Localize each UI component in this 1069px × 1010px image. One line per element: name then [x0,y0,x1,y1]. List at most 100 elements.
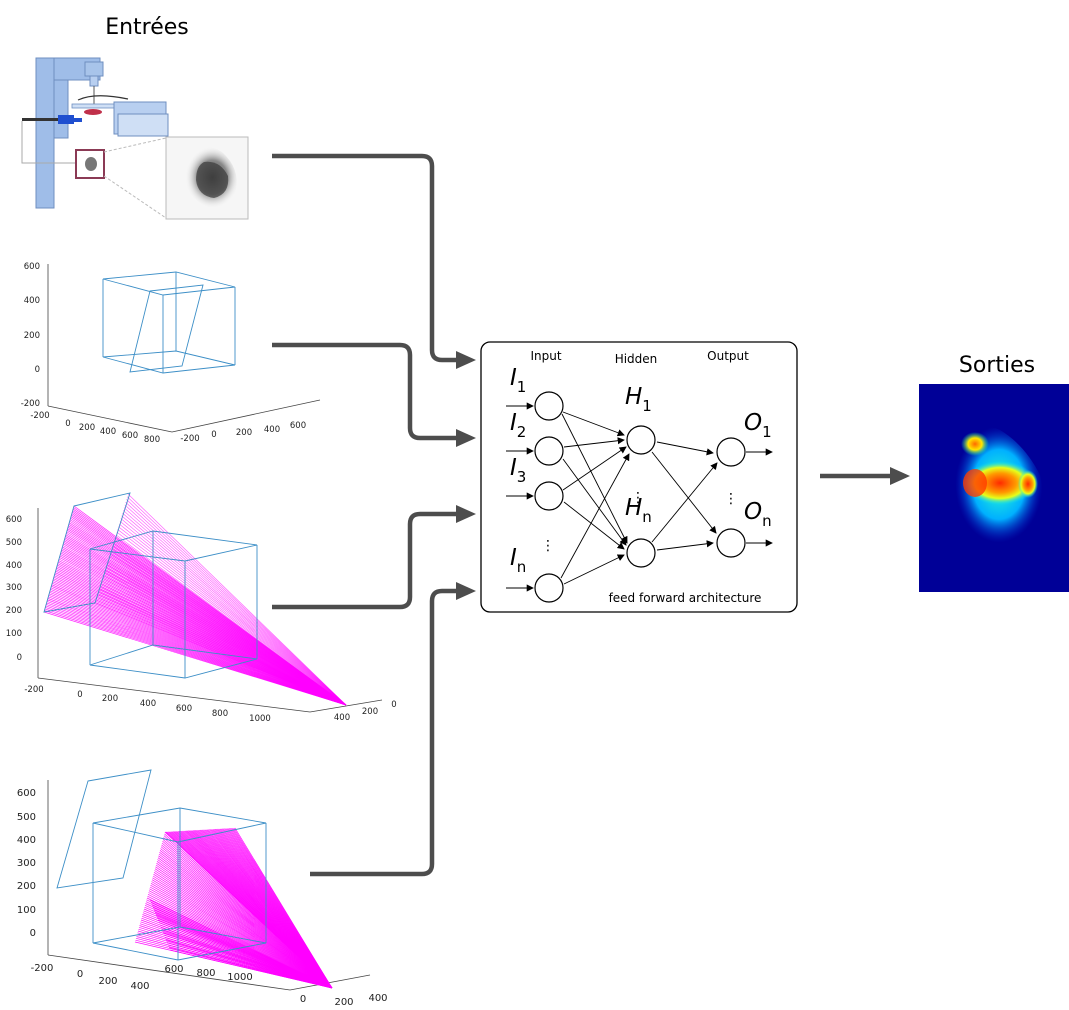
plot1-ztick-200: 200 [24,331,40,341]
ray-line [166,942,333,989]
plot2-xtick-0: 0 [77,690,82,700]
ray-line [103,578,347,706]
plot1-xtick-m200: -200 [30,411,49,421]
plot2-ytick-0: 0 [391,700,396,710]
plot2-ztick-100: 100 [6,629,22,639]
ray-line [164,937,333,989]
input-node-n [534,573,564,603]
ray-line [112,545,347,706]
hidden-node-1 [626,425,656,455]
label-input-n: In [510,545,526,576]
plot3-ytick-200: 200 [334,997,353,1008]
ray-line [111,548,347,706]
label-hidden-n: Hn [625,495,652,526]
connector-arrows [272,153,892,877]
plot-projection-1: 600 500 400 300 200 100 0 -200 0 200 400… [6,492,397,724]
plot-cube-plane: 600 400 200 0 -200 -200 0 200 400 600 80… [21,262,321,445]
ray-line [107,564,347,706]
plot2-ztick-0: 0 [17,653,22,663]
plot3-ztick-m200: -200 [31,963,54,974]
plot2-xtick-800: 800 [212,709,228,719]
plot3-ztick-0: 0 [30,928,36,939]
ray-line [104,572,347,706]
plot3-xtick-400: 400 [130,981,149,992]
column-label-input: Input [530,349,561,363]
plot1-ytick-400: 400 [264,425,280,435]
plot3-ztick-100: 100 [17,905,36,916]
plot1-ytick-0: 0 [211,430,216,440]
hidden-node-n [626,538,656,568]
plot3-ytick-400: 400 [368,993,387,1004]
ray-line [124,504,347,706]
ray-line [105,569,347,706]
plot1-xtick-400: 400 [100,427,116,437]
ray-line [123,507,347,706]
label-hidden-1: H1 [625,384,652,415]
architecture-caption: feed forward architecture [609,591,762,605]
ray-line [168,947,333,989]
plot2-ztick-200: 200 [6,606,22,616]
arrow-input-1 [272,153,458,363]
plot3-xtick-1000: 1000 [227,972,252,983]
plot3-xtick-200: 200 [98,976,117,987]
plot3-ztick-200: 200 [17,881,36,892]
column-label-hidden: Hidden [615,352,658,366]
imaging-device-illustration [21,57,249,220]
neural-network-diagram: Input Hidden Output [480,341,798,613]
ray-line [103,575,347,706]
ellipsis-hidden: ⋮ [631,490,645,506]
output-heatmap [919,384,1069,592]
ray-line [98,594,347,706]
ray-line [111,550,347,706]
outputs-title: Sorties [959,353,1035,378]
ray-line [102,580,347,706]
projection-rays-1 [43,493,347,706]
ray-line [127,493,347,706]
ellipsis-output: ⋮ [724,491,738,507]
ray-line [107,561,347,706]
column-label-output: Output [707,349,749,363]
ray-line [125,501,347,706]
ray-line [234,827,333,989]
plot3-xtick-800: 800 [196,968,215,979]
ray-line [100,586,347,706]
output-node-1 [716,437,746,467]
plot1-ytick-600: 600 [290,421,306,431]
ray-line [115,534,347,706]
input-node-1 [534,391,564,421]
plot3-ztick-400: 400 [17,835,36,846]
ray-line [97,597,347,706]
ray-line [126,499,347,706]
ray-line [43,611,347,706]
ray-line [163,934,333,989]
plot2-xtick-1000: 1000 [249,714,271,724]
input-node-2 [534,436,564,466]
label-input-2: I2 [510,410,526,441]
plot3-xtick-0: 0 [77,969,83,980]
ray-line [114,537,347,706]
plot1-xtick-800: 800 [144,435,160,445]
plot3-ztick-500: 500 [17,812,36,823]
output-node-n [716,528,746,558]
plot1-xtick-200: 200 [79,423,95,433]
label-output-n: On [744,499,772,530]
inputs-title: Entrées [105,15,189,40]
plot3-ytick-0: 0 [300,994,306,1005]
ray-line [165,939,333,989]
ray-line [120,518,347,706]
ray-line [122,510,347,706]
plot2-ztick-300: 300 [6,583,22,593]
ray-line [109,556,347,706]
plot3-ztick-600: 600 [17,788,36,799]
ray-line [119,520,347,706]
ray-line [118,526,347,706]
plot1-ztick-0: 0 [35,365,40,375]
label-output-1: O1 [744,410,772,441]
plot2-xtick-400: 400 [140,699,156,709]
plot1-xtick-0: 0 [65,419,70,429]
ray-line [117,529,347,706]
ray-line [121,515,347,706]
label-input-3: I3 [510,455,526,486]
plot2-ztick-400: 400 [6,561,22,571]
